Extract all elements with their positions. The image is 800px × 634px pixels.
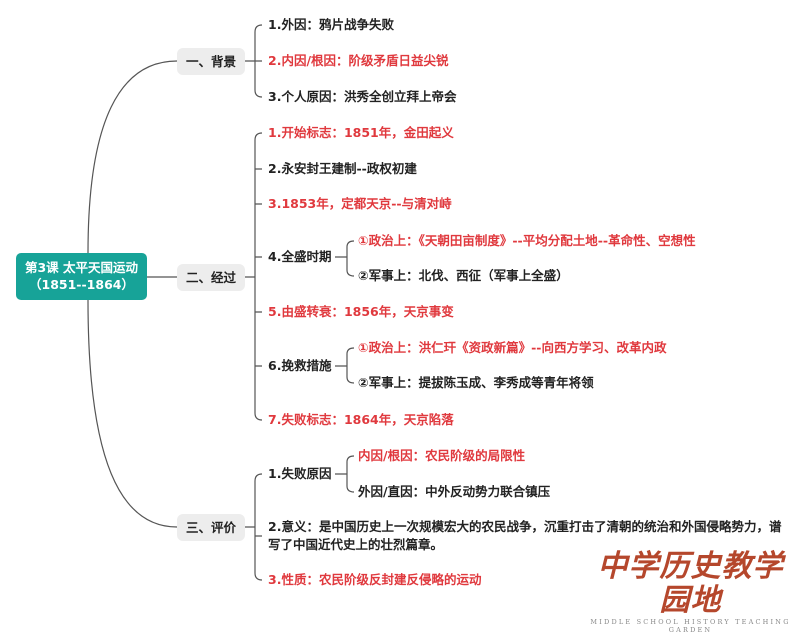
node-failure-internal[interactable]: 内因/根因：农民阶级的局限性	[358, 448, 526, 463]
node-significance[interactable]: 2.意义：是中国历史上一次规模宏大的农民战争，沉重打击了清朝的统治和外国侵略势力…	[268, 519, 782, 552]
branch-background[interactable]: 一、背景	[177, 48, 245, 75]
watermark-logo: 中学历史教学园地 MIDDLE SCHOOL HISTORY TEACHING …	[588, 550, 793, 634]
node-failure-causes[interactable]: 1.失败原因	[268, 466, 332, 481]
bracket-evaluation	[245, 473, 263, 581]
node-peak[interactable]: 4.全盛时期	[268, 249, 332, 264]
root-title: 第3课 太平天国运动	[24, 260, 139, 275]
node-peak-political[interactable]: ①政治上：《天朝田亩制度》--平均分配土地--革命性、空想性	[358, 233, 696, 248]
node-peak-military[interactable]: ②军事上：北伐、西征（军事上全盛）	[358, 268, 569, 283]
node-rescue[interactable]: 6.挽救措施	[268, 358, 332, 373]
node-nature[interactable]: 3.性质：农民阶级反封建反侵略的运动	[268, 572, 482, 587]
connector-root-evaluation	[87, 299, 178, 528]
node-decline[interactable]: 5.由盛转衰：1856年，天京事变	[268, 304, 454, 319]
node-end[interactable]: 7.失败标志：1864年，天京陷落	[268, 412, 454, 427]
node-external-cause[interactable]: 1.外因：鸦片战争失败	[268, 17, 394, 32]
branch-process[interactable]: 二、经过	[177, 264, 245, 291]
node-internal-cause[interactable]: 2.内因/根因：阶级矛盾日益尖锐	[268, 53, 449, 68]
bracket-failure-causes	[335, 455, 355, 493]
node-rescue-military[interactable]: ②军事上：提拔陈玉成、李秀成等青年将领	[358, 375, 594, 390]
connector-root-background	[87, 60, 178, 254]
bracket-process	[245, 132, 263, 421]
node-start[interactable]: 1.开始标志：1851年，金田起义	[268, 125, 454, 140]
node-failure-external[interactable]: 外因/直因：中外反动势力联合镇压	[358, 484, 551, 499]
branch-evaluation[interactable]: 三、评价	[177, 514, 245, 541]
root-years: （1851--1864）	[29, 277, 134, 292]
node-rescue-political[interactable]: ①政治上：洪仁玕《资政新篇》--向西方学习、改革内政	[358, 340, 667, 355]
bracket-peak	[335, 240, 355, 277]
watermark-en: MIDDLE SCHOOL HISTORY TEACHING GARDEN	[590, 618, 791, 634]
watermark-cn: 中学历史教学园地	[597, 549, 784, 618]
connector-lines	[87, 24, 355, 581]
bracket-background	[245, 24, 263, 98]
root-node[interactable]: 第3课 太平天国运动 （1851--1864）	[16, 253, 147, 300]
node-capital[interactable]: 3.1853年，定都天京--与清对峙	[268, 196, 452, 211]
node-yongan[interactable]: 2.永安封王建制--政权初建	[268, 161, 417, 176]
bracket-rescue	[335, 347, 355, 384]
node-personal-cause[interactable]: 3.个人原因：洪秀全创立拜上帝会	[268, 89, 457, 104]
